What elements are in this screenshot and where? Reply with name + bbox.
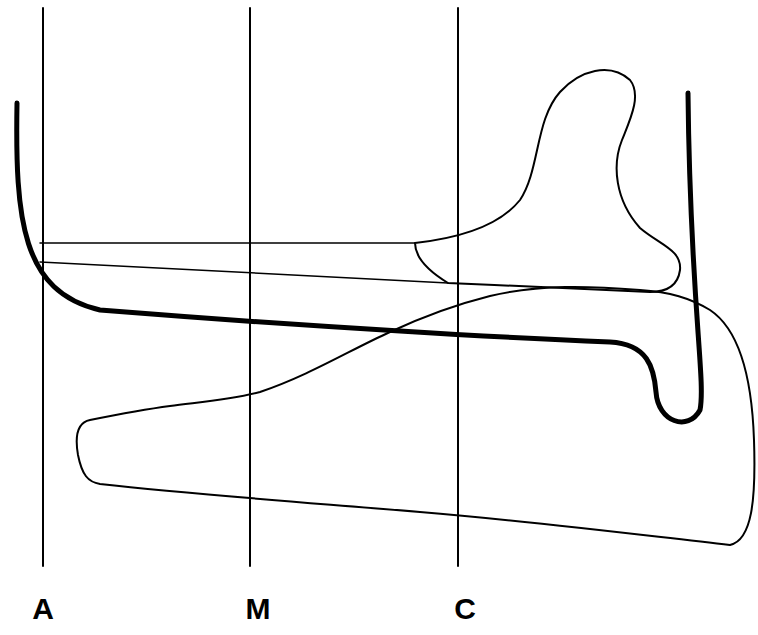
upper-line <box>40 262 448 283</box>
upper-line <box>40 242 415 244</box>
upper-process <box>415 70 680 292</box>
thick-curve <box>17 93 702 422</box>
reference-line <box>249 8 251 566</box>
reference-line <box>457 8 459 566</box>
reference-line <box>42 8 44 566</box>
lower-outline <box>77 287 755 545</box>
axis-letter: M <box>246 594 271 624</box>
axis-letter: C <box>454 594 476 624</box>
axis-letter: A <box>32 594 54 624</box>
